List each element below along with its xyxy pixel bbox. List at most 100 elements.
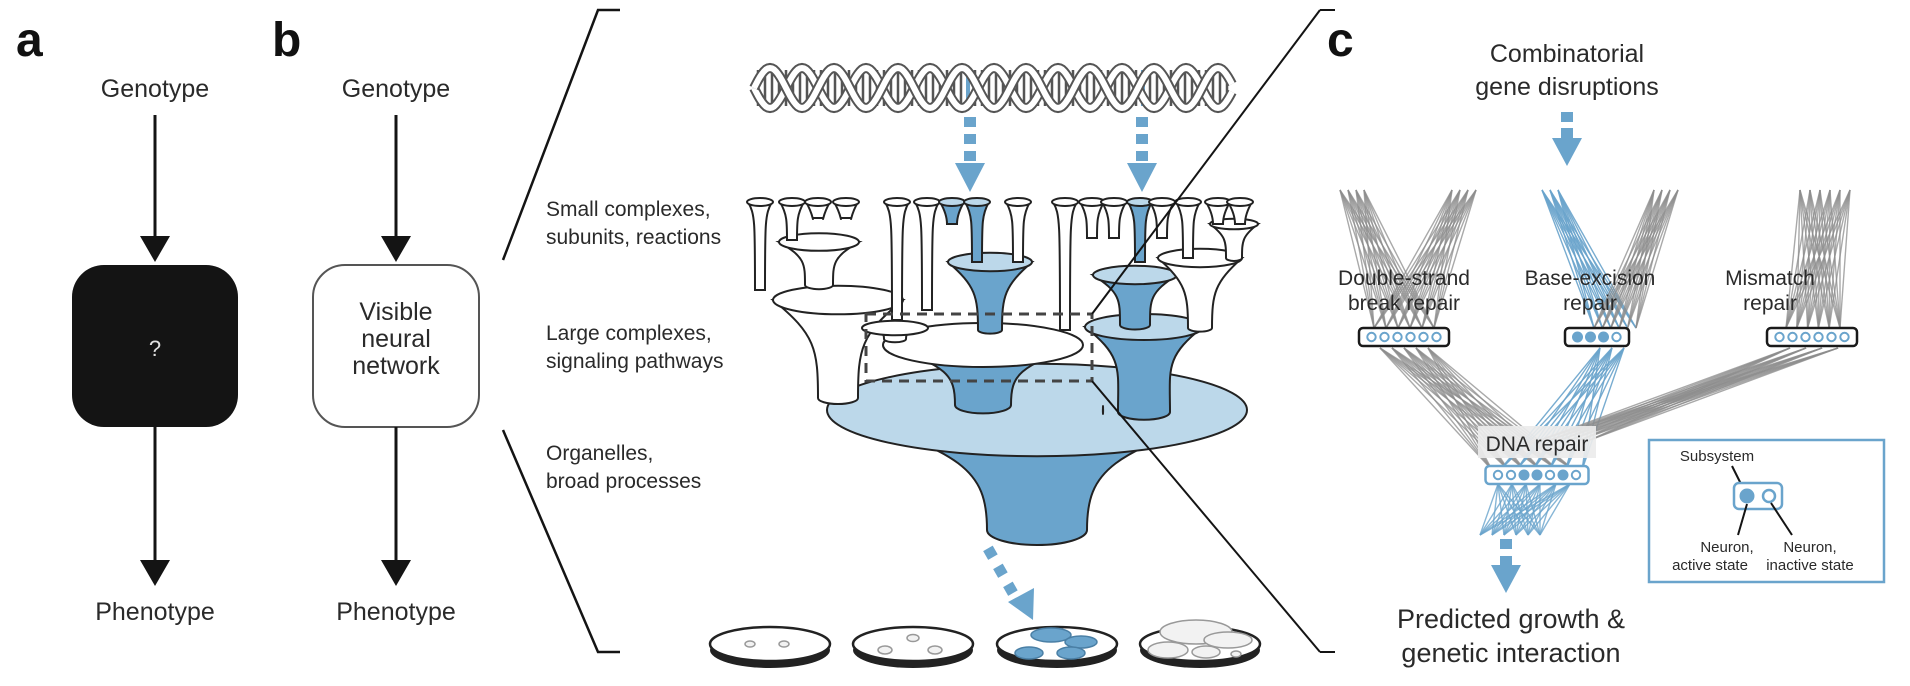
arrow-genotype-to-blackbox (140, 115, 170, 262)
edge-dsb-root (1391, 347, 1493, 471)
plate (708, 625, 832, 663)
neuron-inactive (1611, 331, 1622, 343)
genotype-label: Genotype (101, 75, 209, 103)
edge-input-dsb (1373, 189, 1461, 329)
vnn-line-1: Visible (359, 298, 432, 326)
colony (1030, 627, 1072, 643)
edge-input-dsb (1409, 189, 1477, 329)
edge-input-dsb (1421, 189, 1477, 329)
funnel-l2-right (1082, 326, 1206, 421)
edge-root-output (1515, 483, 1571, 536)
funnel-l3-c (1089, 274, 1181, 331)
edge-root-output (1503, 483, 1527, 536)
colony (744, 640, 756, 648)
edge-input-dsb (1433, 189, 1477, 329)
edge-root-output (1479, 483, 1557, 536)
edge-input-ber (1618, 189, 1679, 329)
small-complex-funnel (1126, 201, 1154, 263)
root-label-bg (1478, 426, 1596, 458)
edge-input-mmr (1785, 189, 1811, 329)
edge-input-ber (1593, 189, 1679, 329)
subsystem-box (1357, 326, 1451, 348)
small-complex-rim (804, 197, 832, 207)
legend-inactive-line-2: inactive state (1766, 557, 1854, 574)
colony (1147, 641, 1189, 659)
edge-input-ber (1635, 189, 1679, 329)
dna-mutation-arrows (955, 117, 1157, 192)
small-complex-rim (1004, 197, 1032, 207)
output-arrow-c (1491, 539, 1521, 593)
edge-root-output (1491, 483, 1541, 536)
small-complex-rim (963, 197, 991, 207)
edge-input-dsb (1373, 189, 1453, 329)
edge-input-dsb (1347, 189, 1387, 329)
subsystem-neuron-groups (1357, 326, 1859, 348)
legend-inactive-line-1: Neuron, (1783, 539, 1836, 556)
edge-root-output (1479, 483, 1571, 536)
edge-root-output (1491, 483, 1571, 536)
neuron-active (1572, 331, 1583, 343)
edge-input-ber (1626, 189, 1679, 329)
small-complex-funnel (913, 201, 941, 311)
subsystem-label-mmr-1: Mismatch (1725, 267, 1815, 290)
panel-c-letter: c (1327, 14, 1354, 67)
edge-input-dsb (1363, 189, 1423, 329)
small-complex-funnel (1100, 201, 1128, 239)
arrow-vnn-to-phenotype (381, 427, 411, 586)
neuron-active (1518, 469, 1530, 481)
edge-input-ber (1557, 189, 1629, 329)
edge-input-dsb (1397, 189, 1469, 329)
edge-root-output (1503, 483, 1541, 536)
edge-input-dsb (1385, 189, 1461, 329)
edge-input-dsb (1339, 189, 1375, 329)
dna-strand (751, 64, 1235, 112)
neuron-inactive (1418, 331, 1429, 343)
small-complex-rim (883, 197, 911, 207)
input-label-line-1: Combinatorial (1490, 40, 1644, 68)
panel-b-letter: b (272, 14, 301, 67)
edge-input-mmr (1785, 189, 1821, 329)
root-neuron-group (1484, 464, 1590, 486)
edge-dsb-root (1403, 347, 1493, 471)
edge-mmr-root (1589, 347, 1839, 441)
panel-c: c Combinatorial gene disruptions Double-… (1327, 14, 1886, 668)
legend-active-neuron-icon (1739, 488, 1755, 504)
small-complex-funnel (1004, 201, 1032, 263)
edge-input-ber (1601, 189, 1679, 329)
colony (1056, 646, 1086, 660)
neuron-active (1585, 331, 1596, 343)
root-funnel-rim (826, 362, 1248, 458)
edge-root-output (1479, 483, 1499, 536)
genotype-label: Genotype (342, 75, 450, 103)
neuron-inactive (1839, 331, 1850, 343)
dna-helix-icon (749, 62, 1237, 114)
small-complex-rim (778, 197, 806, 207)
edge-input-ber (1557, 189, 1637, 329)
funnel-l3-b-rim (947, 251, 1033, 273)
subsystem-label-mmr-2: repair (1743, 292, 1797, 315)
zoom-lines-to-panel-c (1091, 9, 1335, 653)
black-box (72, 265, 238, 427)
neuron-inactive (1787, 331, 1798, 343)
edge-root-output (1479, 483, 1513, 536)
colony (1064, 635, 1098, 649)
panel-a: a Genotype ? Phenotype (16, 14, 238, 626)
arrow-genotype-to-vnn (381, 115, 411, 262)
edge-root-output (1515, 483, 1541, 536)
edge-input-ber (1557, 189, 1620, 329)
colony (877, 645, 893, 655)
edge-input-ber (1593, 189, 1655, 329)
edge-input-dsb (1373, 189, 1477, 329)
legend-box (1647, 438, 1886, 584)
edge-input-mmr (1785, 189, 1831, 329)
small-complex-funnel (938, 201, 966, 225)
edge-root-output (1527, 483, 1571, 536)
edge-dsb-root (1379, 347, 1493, 471)
root-label: DNA repair (1486, 433, 1589, 456)
colony (906, 633, 920, 643)
colony (1203, 631, 1253, 649)
edge-root-output (1525, 483, 1529, 536)
small-complex-rim (832, 197, 860, 207)
edge-input-ber (1541, 189, 1595, 329)
